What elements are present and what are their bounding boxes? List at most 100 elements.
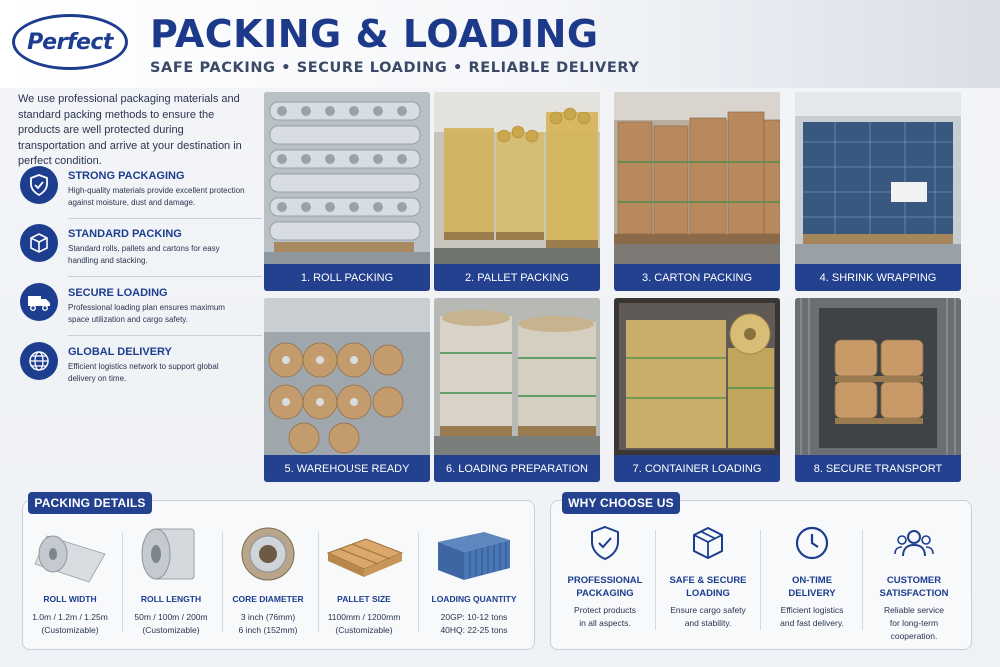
feature-standard-packing: STANDARD PACKING Standard rolls, pallets…: [18, 224, 262, 277]
container-icon: [428, 522, 520, 586]
feature-title: SECURE LOADING: [68, 287, 168, 299]
foil-roll-icon: [125, 522, 217, 586]
feature-title: STANDARD PACKING: [68, 228, 182, 240]
why-desc-line: and stability.: [684, 618, 732, 628]
divider: [862, 530, 863, 630]
why-desc: Reliable service for long-term cooperati…: [864, 604, 964, 643]
page-subtitle: SAFE PACKING • SECURE LOADING • RELIABLE…: [150, 60, 640, 76]
divider: [68, 276, 262, 277]
why-choose-us-heading: WHY CHOOSE US: [562, 492, 680, 514]
detail-core-diameter: CORE DIAMETER 3 inch (76mm) 6 inch (152m…: [222, 522, 314, 637]
detail-value-line: 6 inch (152mm): [238, 625, 298, 635]
feature-strong-packaging: STRONG PACKAGING High-quality materials …: [18, 166, 262, 219]
why-title-line: PROFESSIONAL: [567, 575, 643, 586]
why-desc-line: for long-term: [889, 618, 939, 628]
divider: [68, 335, 262, 336]
detail-value: 20GP: 10-12 tons 40HQ: 22-25 tons: [428, 611, 520, 637]
photo-shrink-wrapping: 4. SHRINK WRAPPING: [795, 92, 961, 291]
users-icon: [864, 522, 964, 564]
divider: [68, 218, 262, 219]
packing-details-heading: PACKING DETAILS: [28, 492, 152, 514]
detail-loading-quantity: LOADING QUANTITY 20GP: 10-12 tons 40HQ: …: [428, 522, 520, 637]
divider: [760, 530, 761, 630]
why-title: ON-TIME DELIVERY: [762, 574, 862, 600]
clock-icon: [762, 522, 862, 564]
divider: [318, 532, 319, 632]
why-title: SAFE & SECURE LOADING: [658, 574, 758, 600]
step-caption: 3. CARTON PACKING: [614, 264, 780, 291]
why-title-line: DELIVERY: [788, 588, 836, 599]
why-title: PROFESSIONAL PACKAGING: [555, 574, 655, 600]
header-background: [0, 0, 1000, 88]
detail-value: 1.0m / 1.2m / 1.25m (Customizable): [24, 611, 116, 637]
box-icon: [20, 224, 58, 262]
feature-desc: Standard rolls, pallets and cartons for …: [68, 244, 220, 265]
why-title-line: PACKAGING: [576, 588, 634, 599]
why-title-line: SATISFACTION: [879, 588, 949, 599]
feature-desc: Professional loading plan ensures maximu…: [68, 303, 225, 324]
step-caption: 5. WAREHOUSE READY: [264, 455, 430, 482]
detail-value-line: (Customizable): [335, 625, 393, 635]
photo-pallet-packing: 2. PALLET PACKING: [434, 92, 600, 291]
feature-global-delivery: GLOBAL DELIVERY Efficient logistics netw…: [18, 342, 246, 394]
detail-value-line: 50m / 100m / 200m: [134, 612, 208, 622]
box-icon: [658, 522, 758, 564]
why-choose-us-panel: [550, 500, 972, 650]
core-tube-icon: [222, 522, 314, 586]
photo-loading-preparation: 6. LOADING PREPARATION: [434, 298, 600, 482]
why-title: CUSTOMER SATISFACTION: [864, 574, 964, 600]
detail-value: 1100mm / 1200mm (Customizable): [318, 611, 410, 637]
detail-value-line: 3 inch (76mm): [240, 612, 296, 622]
divider: [655, 530, 656, 630]
step-caption: 4. SHRINK WRAPPING: [795, 264, 961, 291]
why-desc-line: Reliable service: [884, 605, 944, 615]
photo-roll-packing: 1. ROLL PACKING: [264, 92, 430, 291]
step-caption: 8. SECURE TRANSPORT: [795, 455, 961, 482]
detail-pallet-size: PALLET SIZE 1100mm / 1200mm (Customizabl…: [318, 522, 410, 637]
detail-value: 50m / 100m / 200m (Customizable): [125, 611, 217, 637]
feature-desc: High-quality materials provide excellent…: [68, 186, 245, 207]
why-safe-secure-loading: SAFE & SECURE LOADING Ensure cargo safet…: [658, 522, 758, 630]
step-caption: 2. PALLET PACKING: [434, 264, 600, 291]
why-customer-satisfaction: CUSTOMER SATISFACTION Reliable service f…: [864, 522, 964, 643]
shield-check-icon: [20, 166, 58, 204]
why-title-line: SAFE & SECURE: [669, 575, 747, 586]
step-caption: 6. LOADING PREPARATION: [434, 455, 600, 482]
why-desc: Protect products in all aspects.: [555, 604, 655, 630]
detail-value-line: (Customizable): [142, 625, 200, 635]
photo-container-loading: 7. CONTAINER LOADING: [614, 298, 780, 482]
why-desc: Efficient logistics and fast delivery.: [762, 604, 862, 630]
why-professional-packaging: PROFESSIONAL PACKAGING Protect products …: [555, 522, 655, 630]
detail-label: ROLL LENGTH: [140, 594, 202, 604]
why-title-line: CUSTOMER: [886, 575, 942, 586]
why-desc-line: and fast delivery.: [780, 618, 844, 628]
detail-value-line: 1100mm / 1200mm: [327, 612, 401, 622]
why-desc: Ensure cargo safety and stability.: [658, 604, 758, 630]
photo-warehouse-ready: 5. WAREHOUSE READY: [264, 298, 430, 482]
foil-roll-icon: [24, 522, 116, 586]
photo-carton-packing: 3. CARTON PACKING: [614, 92, 780, 291]
why-desc-line: cooperation.: [890, 631, 938, 641]
detail-value-line: 1.0m / 1.2m / 1.25m: [32, 612, 108, 622]
feature-desc: Efficient logistics network to support g…: [68, 362, 219, 383]
why-desc-line: Efficient logistics: [780, 605, 844, 615]
detail-value-line: 40HQ: 22-25 tons: [440, 625, 508, 635]
why-desc-line: Protect products: [574, 605, 636, 615]
feature-secure-loading: SECURE LOADING Professional loading plan…: [18, 283, 262, 336]
divider: [122, 532, 123, 632]
globe-icon: [20, 342, 58, 380]
detail-label: CORE DIAMETER: [232, 594, 304, 604]
divider: [418, 532, 419, 632]
why-desc-line: Ensure cargo safety: [670, 605, 746, 615]
page-title: PACKING & LOADING: [150, 12, 599, 56]
detail-roll-width: ROLL WIDTH 1.0m / 1.2m / 1.25m (Customiz…: [24, 522, 116, 637]
detail-value: 3 inch (76mm) 6 inch (152mm): [222, 611, 314, 637]
why-on-time-delivery: ON-TIME DELIVERY Efficient logistics and…: [762, 522, 862, 630]
intro-text: We use professional packaging materials …: [18, 93, 242, 167]
truck-icon: [20, 283, 58, 321]
detail-value-line: 20GP: 10-12 tons: [440, 612, 508, 622]
why-desc-line: in all aspects.: [579, 618, 631, 628]
detail-label: ROLL WIDTH: [43, 594, 97, 604]
detail-label: LOADING QUANTITY: [431, 594, 517, 604]
photo-secure-transport: 8. SECURE TRANSPORT: [795, 298, 961, 482]
